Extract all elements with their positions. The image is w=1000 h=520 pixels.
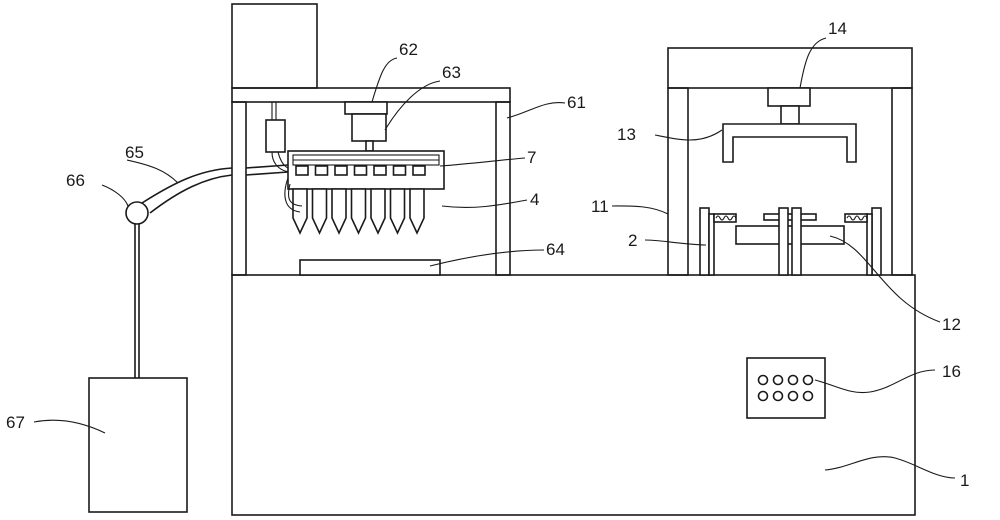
label-1: 1 xyxy=(960,471,969,490)
plate-64 xyxy=(299,259,441,276)
wire xyxy=(284,177,303,213)
nozzle xyxy=(311,165,329,235)
suction-pipe-inner xyxy=(245,164,289,176)
rotary-table xyxy=(735,207,845,276)
label-12: 12 xyxy=(942,315,961,334)
panel-button xyxy=(787,374,799,386)
label-13: 13 xyxy=(617,125,636,144)
callout-labels: 62 63 61 7 4 64 65 66 67 11 2 13 14 12 1… xyxy=(6,19,969,490)
collection-tank xyxy=(88,377,188,513)
panel-button xyxy=(772,374,784,386)
panel-button xyxy=(802,374,814,386)
panel-button xyxy=(757,374,769,386)
springs xyxy=(713,213,868,223)
suction-pipe xyxy=(141,167,233,214)
label-11: 11 xyxy=(591,197,609,216)
label-4: 4 xyxy=(530,190,539,209)
nozzle-row xyxy=(292,165,426,235)
label-63: 63 xyxy=(442,63,461,82)
upper-press-cylinder xyxy=(767,87,811,125)
press-cylinder xyxy=(344,101,388,152)
label-62: 62 xyxy=(399,40,418,59)
leader-lines xyxy=(33,37,956,479)
nozzle xyxy=(331,165,348,235)
press-head xyxy=(722,123,857,163)
panel-button xyxy=(787,390,799,402)
valve xyxy=(125,201,149,225)
nozzle xyxy=(389,165,407,235)
label-64: 64 xyxy=(546,240,565,259)
nozzle xyxy=(370,165,387,235)
base-cabinet xyxy=(231,274,916,516)
vertical-pipe xyxy=(134,224,140,378)
label-16: 16 xyxy=(942,362,961,381)
panel-button xyxy=(802,390,814,402)
panel-button xyxy=(757,390,769,402)
nozzle xyxy=(409,165,426,235)
panel-button xyxy=(772,390,784,402)
label-67: 67 xyxy=(6,413,25,432)
nozzle xyxy=(350,165,368,235)
junction-box xyxy=(265,119,286,153)
control-panel xyxy=(746,357,826,419)
label-7: 7 xyxy=(527,148,536,167)
label-2: 2 xyxy=(628,231,637,250)
clamp-posts xyxy=(699,207,882,276)
nozzle xyxy=(292,165,309,235)
right-frame xyxy=(667,47,913,276)
label-61: 61 xyxy=(567,93,586,112)
label-14: 14 xyxy=(828,19,847,38)
label-65: 65 xyxy=(125,143,144,162)
label-66: 66 xyxy=(66,171,85,190)
wire xyxy=(271,102,277,120)
